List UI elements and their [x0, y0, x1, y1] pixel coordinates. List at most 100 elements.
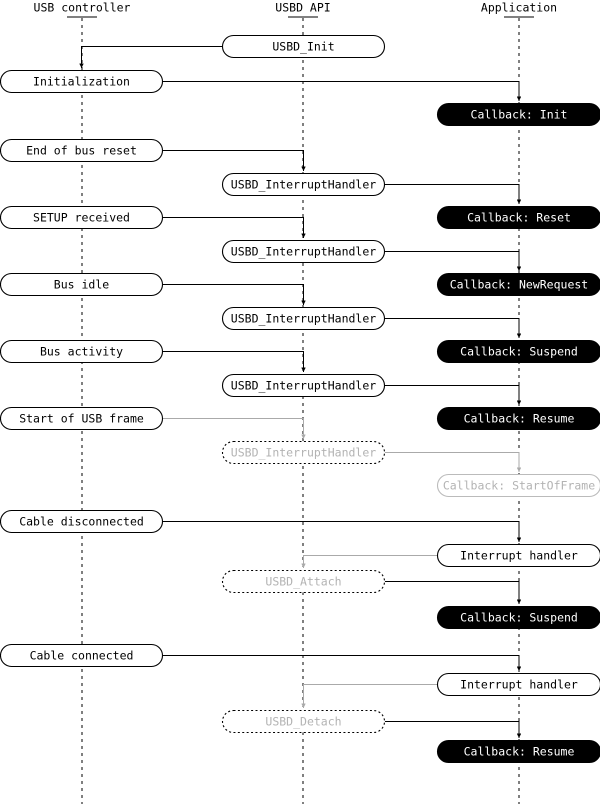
node-n8[interactable]: USBD_InterruptHandler: [221, 239, 386, 264]
node-n25[interactable]: USBD_Detach: [221, 709, 386, 734]
node-shape-n16[interactable]: [0, 406, 164, 431]
node-label-n5: USBD_InterruptHandler: [231, 178, 376, 192]
node-shape-n24[interactable]: [436, 672, 600, 697]
node-label-n3: Callback: Init: [471, 108, 568, 122]
node-shape-n7[interactable]: [0, 205, 164, 230]
node-shape-n19[interactable]: [0, 509, 164, 534]
node-n18[interactable]: Callback: StartOfFrame: [436, 473, 600, 498]
node-label-n15: Callback: Resume: [464, 412, 575, 426]
connection-n14-to-n15: [385, 385, 522, 406]
node-shape-n10[interactable]: [0, 272, 164, 297]
node-shape-n9[interactable]: [436, 272, 600, 297]
node-shape-n12[interactable]: [436, 339, 600, 364]
node-shape-n2[interactable]: [0, 69, 164, 94]
node-n16[interactable]: Start of USB frame: [0, 406, 164, 431]
node-label-n12: Callback: Suspend: [460, 345, 578, 359]
node-label-n2: Initialization: [33, 75, 130, 89]
node-n11[interactable]: USBD_InterruptHandler: [221, 306, 386, 331]
node-n13[interactable]: Bus activity: [0, 339, 164, 364]
connection-n5-to-n6: [385, 184, 522, 205]
node-label-n14: USBD_InterruptHandler: [231, 379, 376, 393]
node-n10[interactable]: Bus idle: [0, 272, 164, 297]
connection-n19-to-n20: [163, 521, 522, 543]
node-n17[interactable]: USBD_InterruptHandler: [221, 440, 386, 465]
node-shape-n22[interactable]: [436, 605, 600, 630]
node-shape-n15[interactable]: [436, 406, 600, 431]
node-n9[interactable]: Callback: NewRequest: [436, 272, 600, 297]
node-shape-n14[interactable]: [221, 373, 386, 398]
node-shape-n17[interactable]: [221, 440, 386, 465]
node-label-n26: Callback: Resume: [464, 745, 575, 759]
node-n14[interactable]: USBD_InterruptHandler: [221, 373, 386, 398]
lifeline-header-label-application: Application: [481, 1, 557, 15]
node-shape-n13[interactable]: [0, 339, 164, 364]
headers-layer: USB controller USBD API Application: [34, 1, 557, 18]
node-label-n4: End of bus reset: [26, 144, 137, 158]
node-n20[interactable]: Interrupt handler: [436, 543, 600, 568]
connection-n13-to-n14: [163, 351, 306, 373]
node-shape-n8[interactable]: [221, 239, 386, 264]
node-label-n1: USBD_Init: [272, 40, 334, 54]
node-label-n9: Callback: NewRequest: [450, 278, 588, 292]
node-label-n17: USBD_InterruptHandler: [231, 446, 376, 460]
node-n26[interactable]: Callback: Resume: [436, 739, 600, 764]
node-n23[interactable]: Cable connected: [0, 643, 164, 668]
node-shape-n23[interactable]: [0, 643, 164, 668]
connections-layer: [79, 46, 522, 739]
node-shape-n18[interactable]: [436, 473, 600, 498]
node-shape-n4[interactable]: [0, 138, 164, 163]
lifeline-header-label-usbdapi: USBD API: [275, 1, 330, 15]
node-shape-n6[interactable]: [436, 205, 600, 230]
node-label-n23: Cable connected: [30, 649, 134, 663]
node-label-n22: Callback: Suspend: [460, 611, 578, 625]
connection-n10-to-n11: [163, 284, 306, 306]
node-n2[interactable]: Initialization: [0, 69, 164, 94]
node-label-n11: USBD_InterruptHandler: [231, 312, 376, 326]
node-label-n21: USBD_Attach: [265, 575, 341, 589]
node-n12[interactable]: Callback: Suspend: [436, 339, 600, 364]
node-n21[interactable]: USBD_Attach: [221, 569, 386, 594]
node-shape-n5[interactable]: [221, 172, 386, 197]
node-shape-n26[interactable]: [436, 739, 600, 764]
node-shape-n1[interactable]: [221, 34, 386, 59]
node-label-n18: Callback: StartOfFrame: [443, 479, 595, 493]
node-n15[interactable]: Callback: Resume: [436, 406, 600, 431]
lifeline-header-usbdapi: USBD API: [275, 1, 331, 18]
node-n19[interactable]: Cable disconnected: [0, 509, 164, 534]
node-shape-n25[interactable]: [221, 709, 386, 734]
node-label-n6: Callback: Reset: [467, 211, 571, 225]
node-n3[interactable]: Callback: Init: [436, 102, 600, 127]
node-n1[interactable]: USBD_Init: [221, 34, 386, 59]
connection-n7-to-n8: [163, 217, 306, 239]
node-n5[interactable]: USBD_InterruptHandler: [221, 172, 386, 197]
connection-n2-to-n3: [163, 81, 522, 102]
node-n4[interactable]: End of bus reset: [0, 138, 164, 163]
node-n24[interactable]: Interrupt handler: [436, 672, 600, 697]
node-shape-n11[interactable]: [221, 306, 386, 331]
node-shape-n21[interactable]: [221, 569, 386, 594]
connection-n24-to-n25: [301, 684, 437, 709]
connection-n17-to-n18: [385, 452, 522, 473]
node-n22[interactable]: Callback: Suspend: [436, 605, 600, 630]
node-label-n8: USBD_InterruptHandler: [231, 245, 376, 259]
connection-n11-to-n12: [385, 318, 522, 339]
lifeline-header-label-controller: USB controller: [34, 1, 131, 15]
node-shape-n3[interactable]: [436, 102, 600, 127]
connection-n21-to-n22: [385, 581, 522, 605]
connection-n20-to-n21: [301, 555, 437, 569]
node-label-n20: Interrupt handler: [460, 549, 578, 563]
node-label-n10: Bus idle: [54, 278, 109, 292]
lifeline-header-application: Application: [481, 1, 557, 18]
node-label-n13: Bus activity: [40, 345, 123, 359]
node-label-n16: Start of USB frame: [19, 412, 144, 426]
node-label-n7: SETUP received: [33, 211, 130, 225]
node-n7[interactable]: SETUP received: [0, 205, 164, 230]
node-shape-n20[interactable]: [436, 543, 600, 568]
connection-n4-to-n5: [163, 150, 306, 172]
node-n6[interactable]: Callback: Reset: [436, 205, 600, 230]
connection-n8-to-n9: [385, 251, 522, 272]
connection-n23-to-n24: [163, 655, 522, 672]
